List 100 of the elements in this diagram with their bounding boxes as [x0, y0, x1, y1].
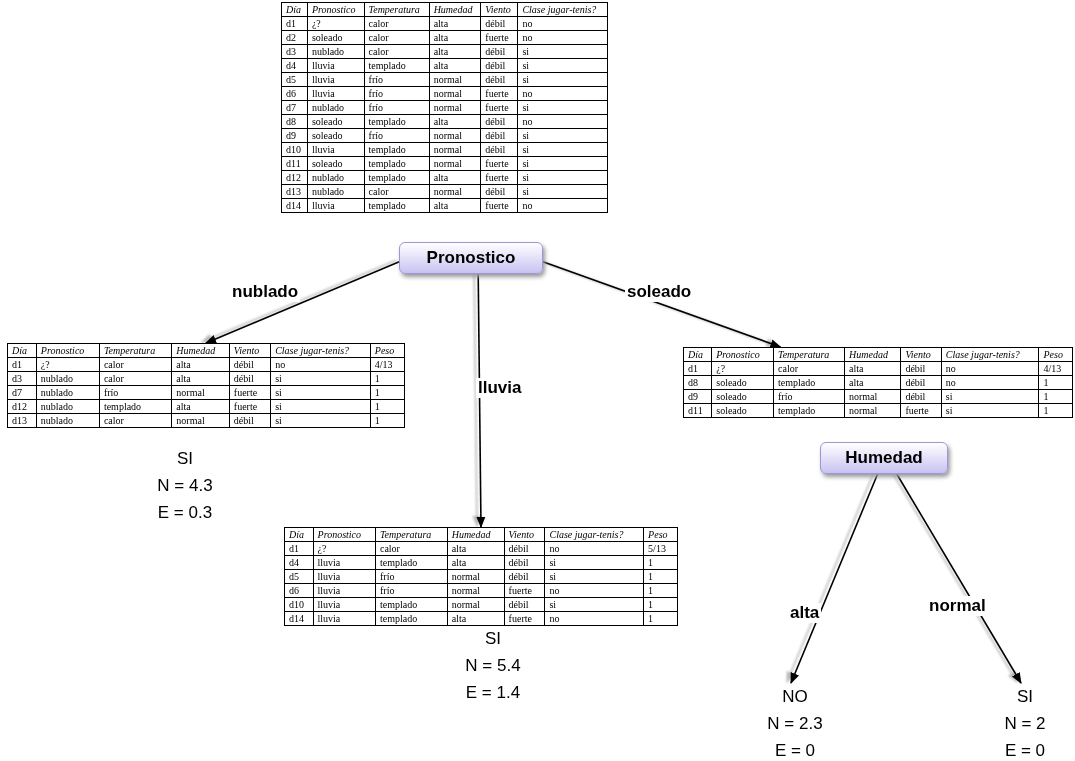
table-cell: no [544, 611, 644, 626]
table-cell: alta [429, 16, 481, 31]
table-cell: fuerte [900, 403, 942, 418]
table-cell: frío [364, 100, 430, 115]
header-cell: Humedad [447, 527, 505, 542]
table-cell: normal [844, 389, 901, 404]
table-cell: templado [773, 375, 845, 390]
table-cell: d8 [683, 375, 712, 390]
attribute-node: Humedad [820, 442, 948, 474]
table-cell: débil [480, 142, 518, 157]
table-cell: d14 [284, 611, 314, 626]
table-cell: si [270, 385, 371, 400]
header-cell: Pronostico [313, 527, 376, 542]
table-cell: si [544, 555, 644, 570]
table-cell: d11 [683, 403, 712, 418]
header-cell: Día [683, 347, 712, 362]
table-cell: nublado [36, 371, 100, 386]
table-cell: si [517, 184, 608, 199]
table-cell: lluvia [307, 58, 365, 73]
table-cell: d7 [7, 385, 37, 400]
table-cell: calor [99, 371, 172, 386]
leaf-text: E = 1.4 [465, 682, 521, 704]
table-cell: 4/13 [370, 357, 405, 372]
table-cell: templado [773, 403, 845, 418]
header-cell: Temperatura [99, 343, 172, 358]
table-cell: 1 [643, 569, 678, 584]
table-cell: fuerte [504, 583, 545, 598]
table-cell: normal [429, 72, 481, 87]
table-cell: calor [99, 357, 172, 372]
table-cell: fuerte [480, 198, 518, 213]
leaf-text: SI [1016, 686, 1034, 708]
table-cell: alta [171, 371, 230, 386]
table-cell: nublado [36, 413, 100, 428]
table-cell: d9 [281, 128, 308, 143]
table-cell: 1 [1038, 389, 1073, 404]
table-cell: 1 [1038, 375, 1073, 390]
table-cell: frío [364, 128, 430, 143]
table-cell: no [544, 583, 644, 598]
table-cell: templado [364, 156, 430, 171]
table-cell: si [517, 72, 608, 87]
table-cell: calor [99, 413, 172, 428]
table-cell: débil [229, 413, 271, 428]
table-cell: si [544, 569, 644, 584]
table-cell: alta [429, 44, 481, 59]
header-cell: Peso [643, 527, 678, 542]
table-cell: soleado [711, 403, 774, 418]
table-cell: débil [480, 184, 518, 199]
table-cell: frío [375, 583, 448, 598]
table-cell: frío [375, 569, 448, 584]
table-cell: d8 [281, 114, 308, 129]
table-cell: d1 [683, 361, 712, 376]
data-table [7, 343, 405, 428]
table-cell: templado [375, 555, 448, 570]
table-cell: soleado [307, 128, 365, 143]
table-cell: alta [844, 361, 901, 376]
table-cell: ¿? [36, 357, 100, 372]
header-cell: Temperatura [375, 527, 448, 542]
leaf-text: N = 5.4 [465, 655, 521, 677]
table-cell: 1 [643, 583, 678, 598]
table-cell: fuerte [229, 399, 271, 414]
table-cell: d5 [281, 72, 308, 87]
table-cell: d3 [7, 371, 37, 386]
table-cell: lluvia [307, 198, 365, 213]
leaf-text: NO [782, 686, 808, 708]
table-cell: normal [171, 385, 230, 400]
table-cell: si [517, 100, 608, 115]
table-cell: alta [447, 555, 505, 570]
table-cell: d10 [281, 142, 308, 157]
table-cell: lluvia [307, 72, 365, 87]
table-cell: si [544, 597, 644, 612]
table-cell: calor [375, 541, 448, 556]
table-cell: no [517, 198, 608, 213]
table-cell: templado [99, 399, 172, 414]
table-cell: d6 [284, 583, 314, 598]
table-cell: ¿? [307, 16, 365, 31]
data-table [281, 2, 608, 213]
data-table [284, 527, 678, 626]
table-cell: 1 [1038, 403, 1073, 418]
table-cell: d4 [281, 58, 308, 73]
table-cell: si [270, 371, 371, 386]
table-cell: nublado [36, 399, 100, 414]
table-cell: lluvia [313, 611, 376, 626]
table-cell: soleado [711, 375, 774, 390]
table-cell: nublado [307, 100, 365, 115]
table-cell: normal [429, 100, 481, 115]
table-cell: si [270, 413, 371, 428]
table-cell: 1 [370, 399, 405, 414]
table-cell: 1 [370, 371, 405, 386]
header-cell: Peso [1038, 347, 1073, 362]
edge-label: alta [788, 603, 822, 623]
table-cell: normal [844, 403, 901, 418]
table-cell: si [941, 403, 1039, 418]
table-cell: frío [99, 385, 172, 400]
attribute-node: Pronostico [399, 242, 543, 274]
table-cell: débil [504, 569, 545, 584]
header-cell: Humedad [171, 343, 230, 358]
table-cell: fuerte [504, 611, 545, 626]
header-cell: Pronostico [711, 347, 774, 362]
leaf-text: N = 2.3 [767, 713, 823, 735]
table-cell: d14 [281, 198, 308, 213]
